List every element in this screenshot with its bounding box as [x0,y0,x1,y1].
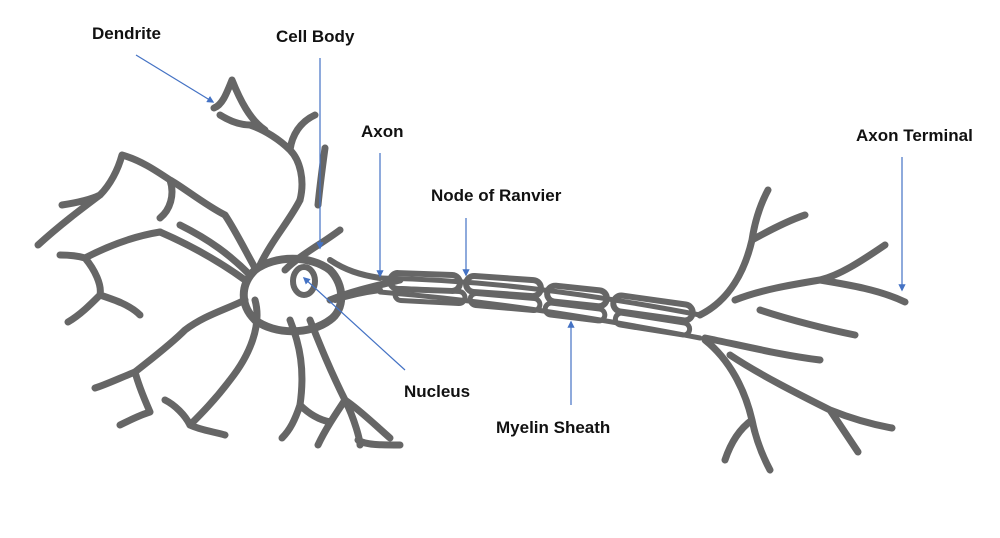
dendrite-arrow [135,54,215,103]
axon-shape [327,257,703,341]
cell-body-label: Cell Body [276,27,355,46]
dendrite-label: Dendrite [92,24,161,43]
myelin-segments [387,270,696,338]
nucleus-label: Nucleus [404,382,471,401]
myelin-sheath-label: Myelin Sheath [496,418,611,437]
nucleus-shape [290,264,318,298]
node-of-ranvier-label: Node of Ranvier [431,186,562,205]
dendrites-shape [34,76,404,449]
axon-label: Axon [361,122,404,141]
axon-terminal-shape [696,186,909,474]
nucleus-arrow [302,277,406,371]
axon-terminal-label: Axon Terminal [856,126,973,145]
